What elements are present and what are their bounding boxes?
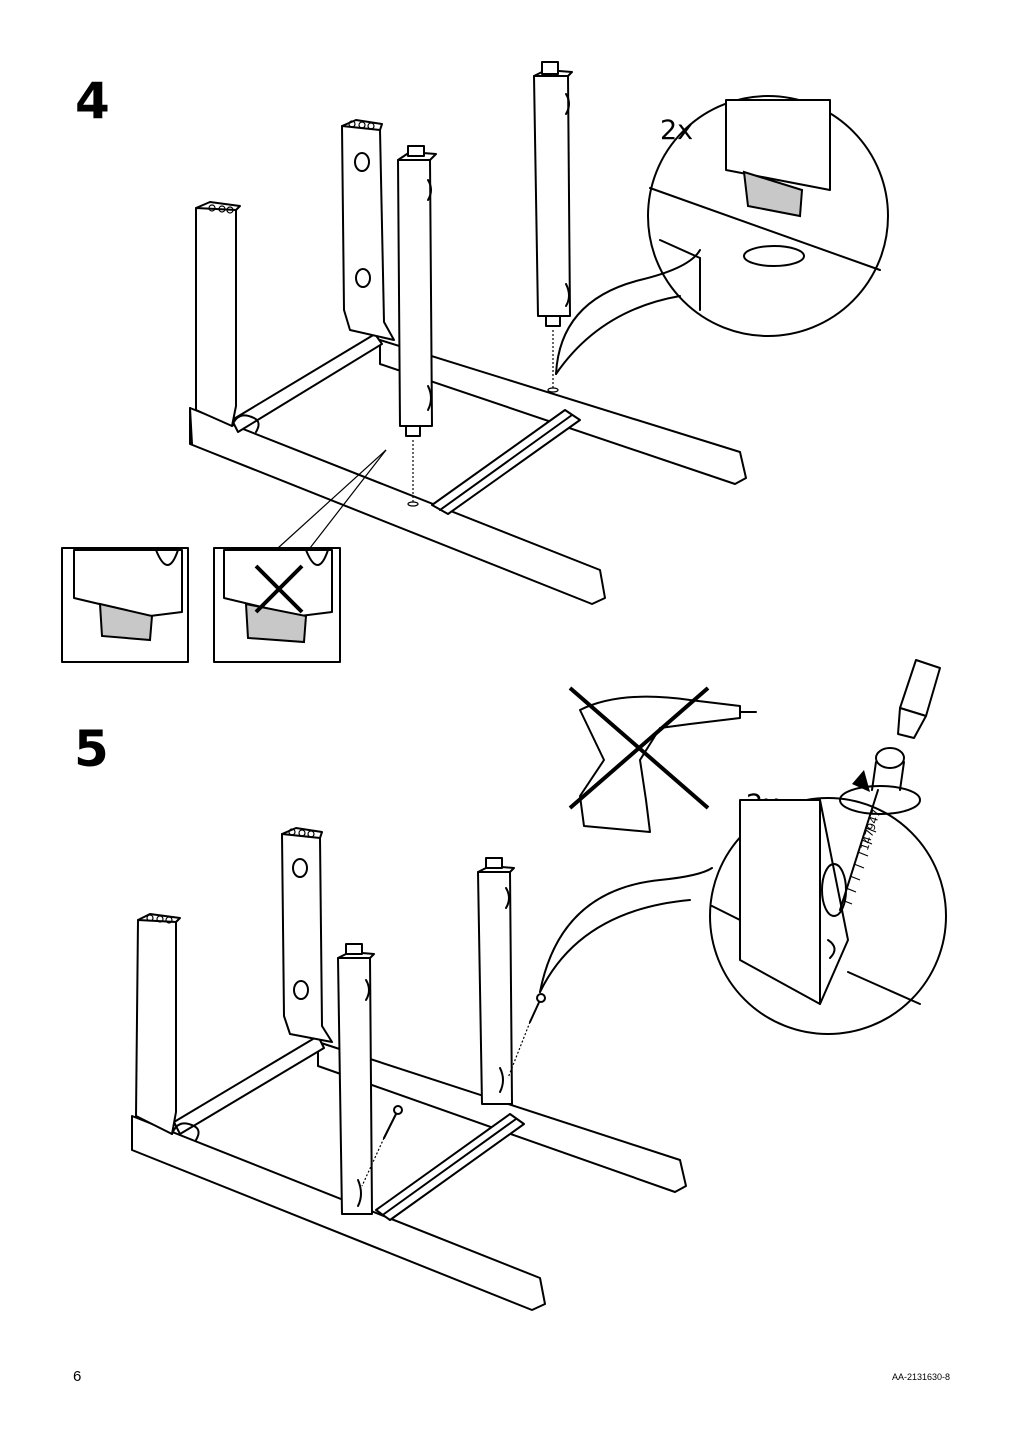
step-5-frame-illustration [131, 827, 687, 1311]
page-number: 6 [73, 1368, 82, 1385]
step-5-zoom-detail [539, 747, 947, 1035]
step-4-frame-illustration [189, 61, 747, 605]
step-4-number: 4 [75, 72, 110, 130]
no-power-drill-icon [568, 686, 757, 833]
step-5-number: 5 [74, 720, 109, 778]
allen-key-icon [897, 659, 941, 739]
step-4-zoom-detail [555, 95, 889, 375]
detail-pointer-lines [277, 449, 387, 549]
wrong-way-cross-icon [254, 564, 304, 614]
rotate-clockwise-icon [839, 770, 921, 815]
document-code: AA-2131630-8 [891, 1372, 950, 1382]
leg-alignment-detail [61, 547, 341, 663]
